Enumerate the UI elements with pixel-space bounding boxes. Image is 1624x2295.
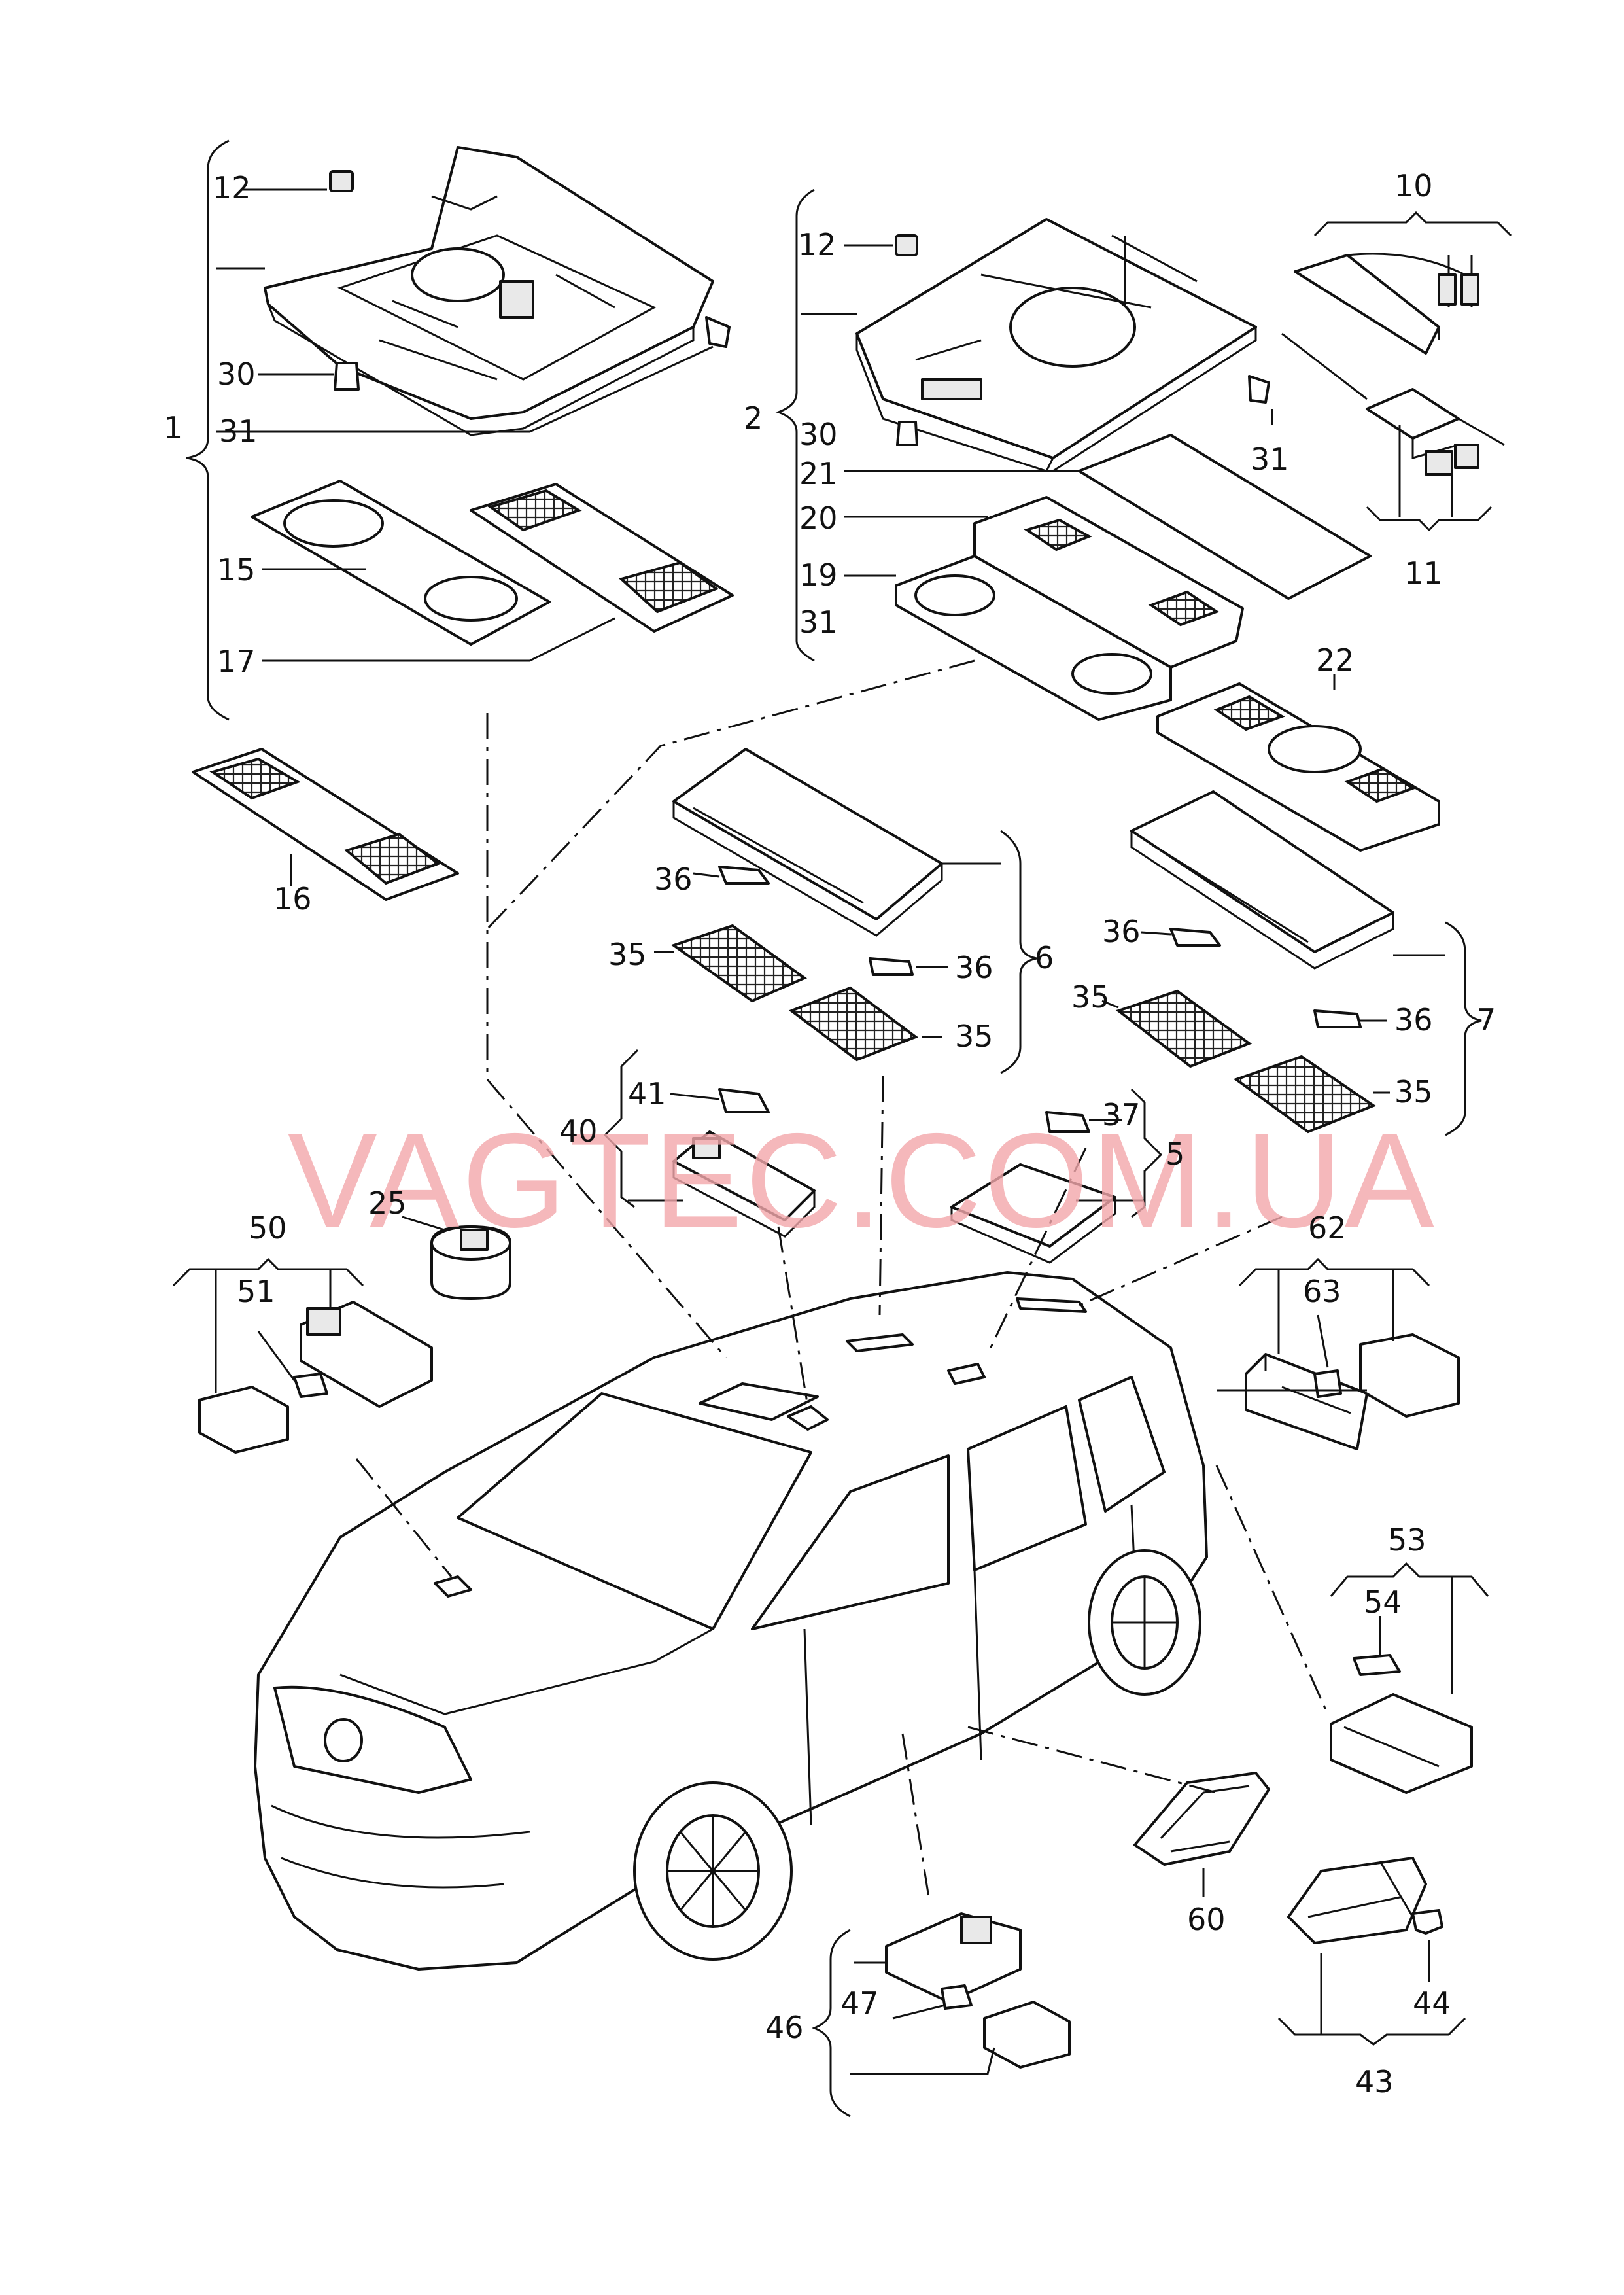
group-6-light (654, 748, 1037, 1074)
callout-30b: 30 (799, 417, 838, 452)
callout-16: 16 (273, 881, 312, 917)
callout-12b: 12 (798, 227, 837, 262)
callout-15: 15 (217, 552, 256, 587)
bulb-36a-icon (718, 866, 770, 885)
screw-44-icon (1411, 1909, 1443, 1935)
leader-lines (355, 659, 1329, 1898)
callout-36d: 36 (1394, 1002, 1433, 1038)
callout-35a: 35 (608, 937, 647, 972)
callout-31b: 31 (1251, 442, 1289, 477)
callout-36b: 36 (955, 950, 993, 985)
switch-25 (402, 1216, 511, 1300)
group-50-light (172, 1257, 433, 1454)
callout-51: 51 (237, 1274, 275, 1309)
callout-62: 62 (1308, 1210, 1347, 1246)
callout-50: 50 (249, 1210, 287, 1246)
callout-54: 54 (1364, 1585, 1402, 1620)
bulb-30b-icon (896, 421, 918, 446)
cover-60 (1133, 1772, 1270, 1897)
group-7-light (1101, 790, 1482, 1136)
group-10-11-modules (1281, 211, 1512, 532)
callout-37: 37 (1102, 1097, 1141, 1132)
cover-22 (1156, 674, 1440, 852)
callout-6: 6 (1035, 940, 1054, 975)
callout-35c: 35 (1071, 979, 1110, 1015)
callouts: 12 30 1 31 15 17 16 12 2 30 21 20 19 31 … (164, 168, 1496, 2099)
callout-31: 31 (219, 413, 258, 449)
watermark: VAGTEC.COM.UA (288, 1106, 1437, 1255)
callout-35b: 35 (955, 1019, 993, 1054)
group-43-light (1277, 1857, 1466, 2046)
callout-60: 60 (1187, 1902, 1226, 1937)
callout-22: 22 (1316, 642, 1355, 678)
callout-36c: 36 (1102, 914, 1141, 949)
callout-5: 5 (1166, 1136, 1184, 1172)
mesh-trim-16 (192, 748, 459, 901)
group-46-light (811, 1912, 1071, 2118)
callout-63: 63 (1303, 1274, 1341, 1309)
callout-2: 2 (744, 400, 763, 436)
callout-47: 47 (840, 1986, 879, 2021)
callout-11: 11 (1404, 555, 1443, 591)
car-body (254, 1271, 1208, 1971)
group-5-light (950, 1088, 1163, 1264)
callout-30: 30 (217, 357, 256, 392)
clip-12-icon (329, 170, 354, 192)
callout-44: 44 (1413, 1986, 1451, 2021)
group-40-light (603, 1049, 816, 1238)
callout-1: 1 (164, 410, 182, 446)
callout-40: 40 (559, 1113, 598, 1149)
callout-43: 43 (1355, 2064, 1394, 2099)
callout-25: 25 (368, 1185, 407, 1221)
callout-36a: 36 (654, 862, 693, 897)
group-62-light (1217, 1257, 1460, 1450)
callout-20: 20 (799, 500, 838, 536)
callout-19: 19 (799, 557, 838, 593)
callout-46: 46 (765, 2010, 804, 2045)
group-2-rear-interior-light-unit (775, 188, 1372, 721)
callout-41: 41 (628, 1076, 666, 1112)
screw-31b-icon (1248, 375, 1270, 404)
panel-21 (1078, 434, 1372, 600)
clip-12b-icon (895, 234, 918, 256)
callout-35d: 35 (1394, 1074, 1433, 1110)
callout-53: 53 (1388, 1522, 1426, 1558)
group-53-light (1330, 1562, 1489, 1794)
roof-panel-marker (699, 1382, 819, 1421)
callout-7: 7 (1477, 1002, 1496, 1038)
callout-21: 21 (799, 456, 838, 491)
callout-17: 17 (217, 644, 256, 679)
screw-31-icon (705, 316, 731, 348)
bulb-30-icon (334, 362, 360, 391)
group-1-front-interior-light-unit (186, 139, 734, 721)
callout-12: 12 (213, 170, 251, 205)
callout-10: 10 (1394, 168, 1433, 203)
callout-31c: 31 (799, 604, 838, 640)
